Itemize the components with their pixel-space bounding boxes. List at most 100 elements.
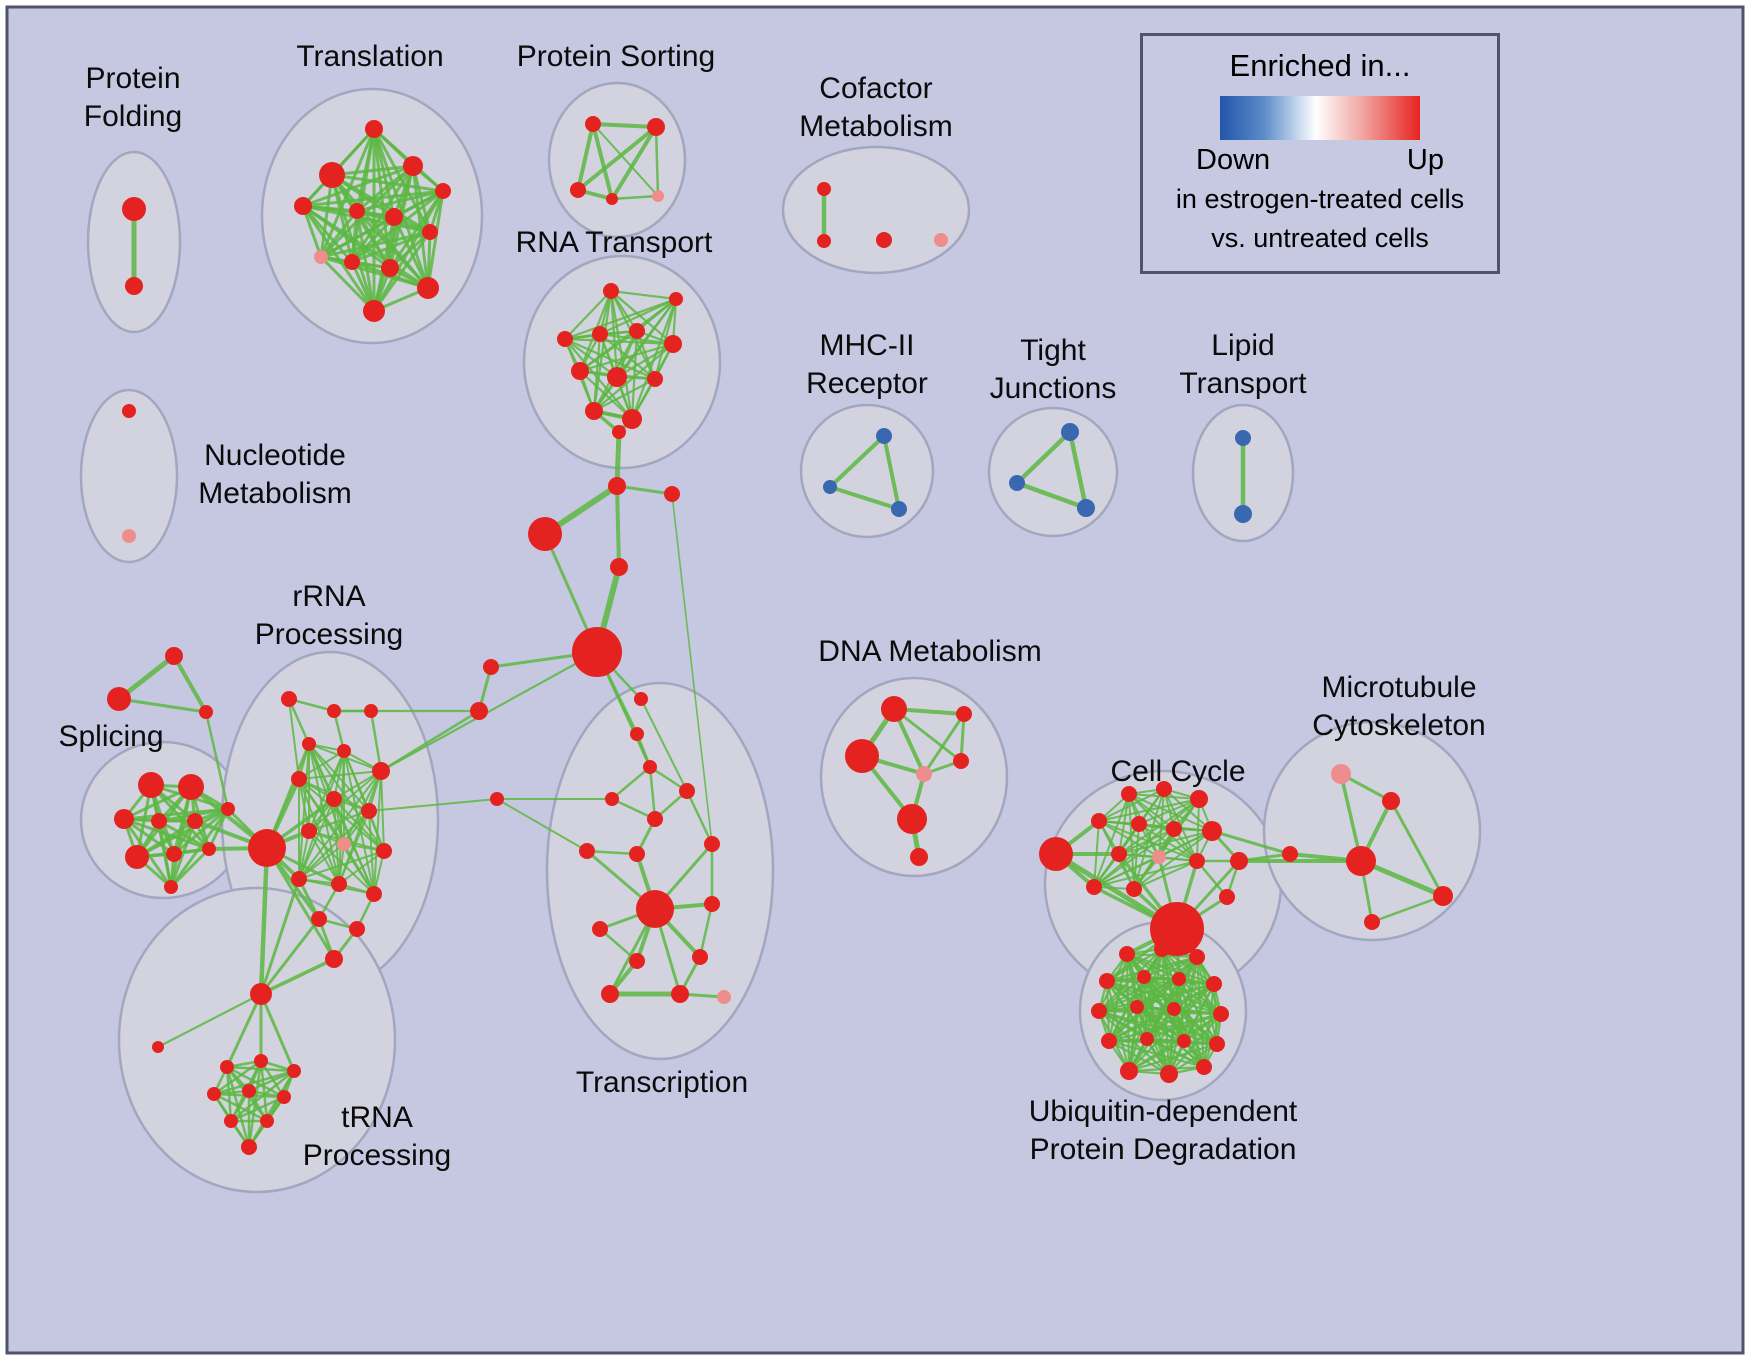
- cluster-ubiquitin-degradation-label: Ubiquitin-dependent: [1029, 1095, 1298, 1128]
- edge-tp3-tp7: [259, 1059, 286, 1099]
- node-r4: [592, 326, 608, 342]
- node-rr4: [302, 737, 316, 751]
- node-r3: [557, 331, 573, 347]
- edge-rr4-rr13: [298, 743, 310, 880]
- edge-rr6-rr8: [333, 770, 382, 800]
- node-r7: [571, 362, 589, 380]
- legend-caption-line2: vs. untreated cells: [1211, 223, 1429, 253]
- edge-u7-u18: [1202, 982, 1216, 1069]
- node-tj1: [1061, 423, 1079, 441]
- edge-tp3-tp10: [247, 1059, 263, 1149]
- edge-tp3-tp9: [259, 1059, 269, 1123]
- node-tr3: [679, 783, 695, 799]
- node-rr17: [349, 921, 365, 937]
- edge-cc8-cc14: [1133, 830, 1213, 890]
- node-cc10: [1152, 850, 1166, 864]
- edge-r1-r11: [609, 289, 634, 421]
- edge-cc7-cc9: [1118, 828, 1175, 855]
- edge-t2-t5: [330, 173, 445, 193]
- edge-rr1-rr7: [288, 698, 300, 780]
- edge-rr10-rr13: [298, 830, 310, 880]
- node-d6: [897, 804, 927, 834]
- node-x9: [634, 692, 648, 706]
- node-cc6: [1131, 816, 1147, 832]
- cluster-dna-metabolism-ellipse: [819, 676, 1009, 878]
- edge-x9-tr3: [640, 698, 688, 792]
- edge-rr7-rr10: [298, 778, 310, 832]
- edge-rr3-rr6: [369, 709, 383, 773]
- edge-t3-t8: [301, 204, 432, 234]
- edge-rr16-tp1: [259, 917, 321, 996]
- node-cc9: [1111, 846, 1127, 862]
- node-tr8: [629, 846, 645, 862]
- edge-u8-u11: [1097, 1009, 1223, 1016]
- node-t8: [422, 224, 438, 240]
- node-u14: [1177, 1034, 1191, 1048]
- edge-t7-t12: [392, 215, 430, 290]
- node-t5: [435, 183, 451, 199]
- node-d1: [881, 696, 907, 722]
- edge-f2-f3: [117, 697, 208, 714]
- node-pf2: [125, 277, 143, 295]
- cluster-tight-junctions-label: Junctions: [990, 372, 1117, 405]
- edge-cc4-cc13: [1093, 798, 1200, 888]
- edge-r1-r10: [592, 289, 613, 413]
- edge-s6-s10: [169, 807, 230, 889]
- node-rr15: [366, 886, 382, 902]
- cluster-trna-processing-label: tRNA: [341, 1101, 413, 1134]
- cluster-transcription-label: Transcription: [576, 1066, 748, 1099]
- node-d5: [953, 753, 969, 769]
- cluster-ubiquitin-degradation-label: Protein Degradation: [1030, 1133, 1297, 1166]
- edge-ps2-ps3: [576, 125, 658, 192]
- edge-rr11-rr13: [298, 843, 345, 880]
- edge-tr11-tr12: [598, 927, 639, 963]
- cluster-protein-sorting-label: Protein Sorting: [517, 40, 715, 73]
- edge-rr9-rr13: [298, 810, 370, 880]
- edge-rr6-rr12: [380, 770, 385, 852]
- node-cc11: [1189, 853, 1205, 869]
- edge-rr4-rr12: [308, 743, 385, 852]
- node-x5: [610, 558, 628, 576]
- edge-r9-r10: [592, 377, 657, 413]
- node-mc2: [1382, 792, 1400, 810]
- edge-cc8-cc9: [1118, 830, 1213, 855]
- edge-u4-u7: [1105, 979, 1216, 986]
- edge-ps2-ps4: [610, 125, 658, 201]
- edge-rr9-x10: [368, 798, 498, 812]
- edge-r5-r11: [630, 329, 639, 421]
- node-s6: [221, 802, 235, 816]
- edge-tr2-tr4: [610, 765, 652, 801]
- node-cc7: [1166, 821, 1182, 837]
- edge-cc4-cc6: [1138, 798, 1200, 825]
- node-tr4: [605, 792, 619, 806]
- node-cc8: [1202, 821, 1222, 841]
- node-tr13: [692, 949, 708, 965]
- node-x8: [470, 702, 488, 720]
- edge-r5-r9: [635, 329, 657, 381]
- node-u5: [1137, 970, 1151, 984]
- cluster-nucleotide-metabolism-label: Metabolism: [198, 477, 351, 510]
- node-ps3: [570, 182, 586, 198]
- node-u11: [1213, 1006, 1229, 1022]
- edge-rr9-rr10: [308, 810, 370, 832]
- node-tr2: [643, 760, 657, 774]
- node-t3: [294, 197, 312, 215]
- cluster-transcription-ellipse: [545, 681, 775, 1061]
- node-m1: [876, 428, 892, 444]
- cluster-microtubule-cytoskeleton-label: Cytoskeleton: [1312, 709, 1485, 742]
- legend-down-label: Down: [1196, 144, 1271, 176]
- edge-tp4-tp5: [212, 1069, 296, 1096]
- edge-cc10-cc13: [1093, 856, 1160, 888]
- legend: Enriched in... Down Up in estrogen-treat…: [1140, 33, 1500, 274]
- edge-t2-t4: [330, 164, 415, 177]
- node-m3: [891, 501, 907, 517]
- node-mc1: [1331, 764, 1351, 784]
- edge-rr5-rr7: [298, 750, 345, 780]
- node-cc2: [1121, 786, 1137, 802]
- edge-t5-t12: [426, 189, 445, 290]
- edge-d2-d4: [922, 712, 966, 776]
- node-f3: [199, 705, 213, 719]
- node-pf1: [122, 197, 146, 221]
- cluster-tight-junctions-label: Tight: [1020, 334, 1086, 367]
